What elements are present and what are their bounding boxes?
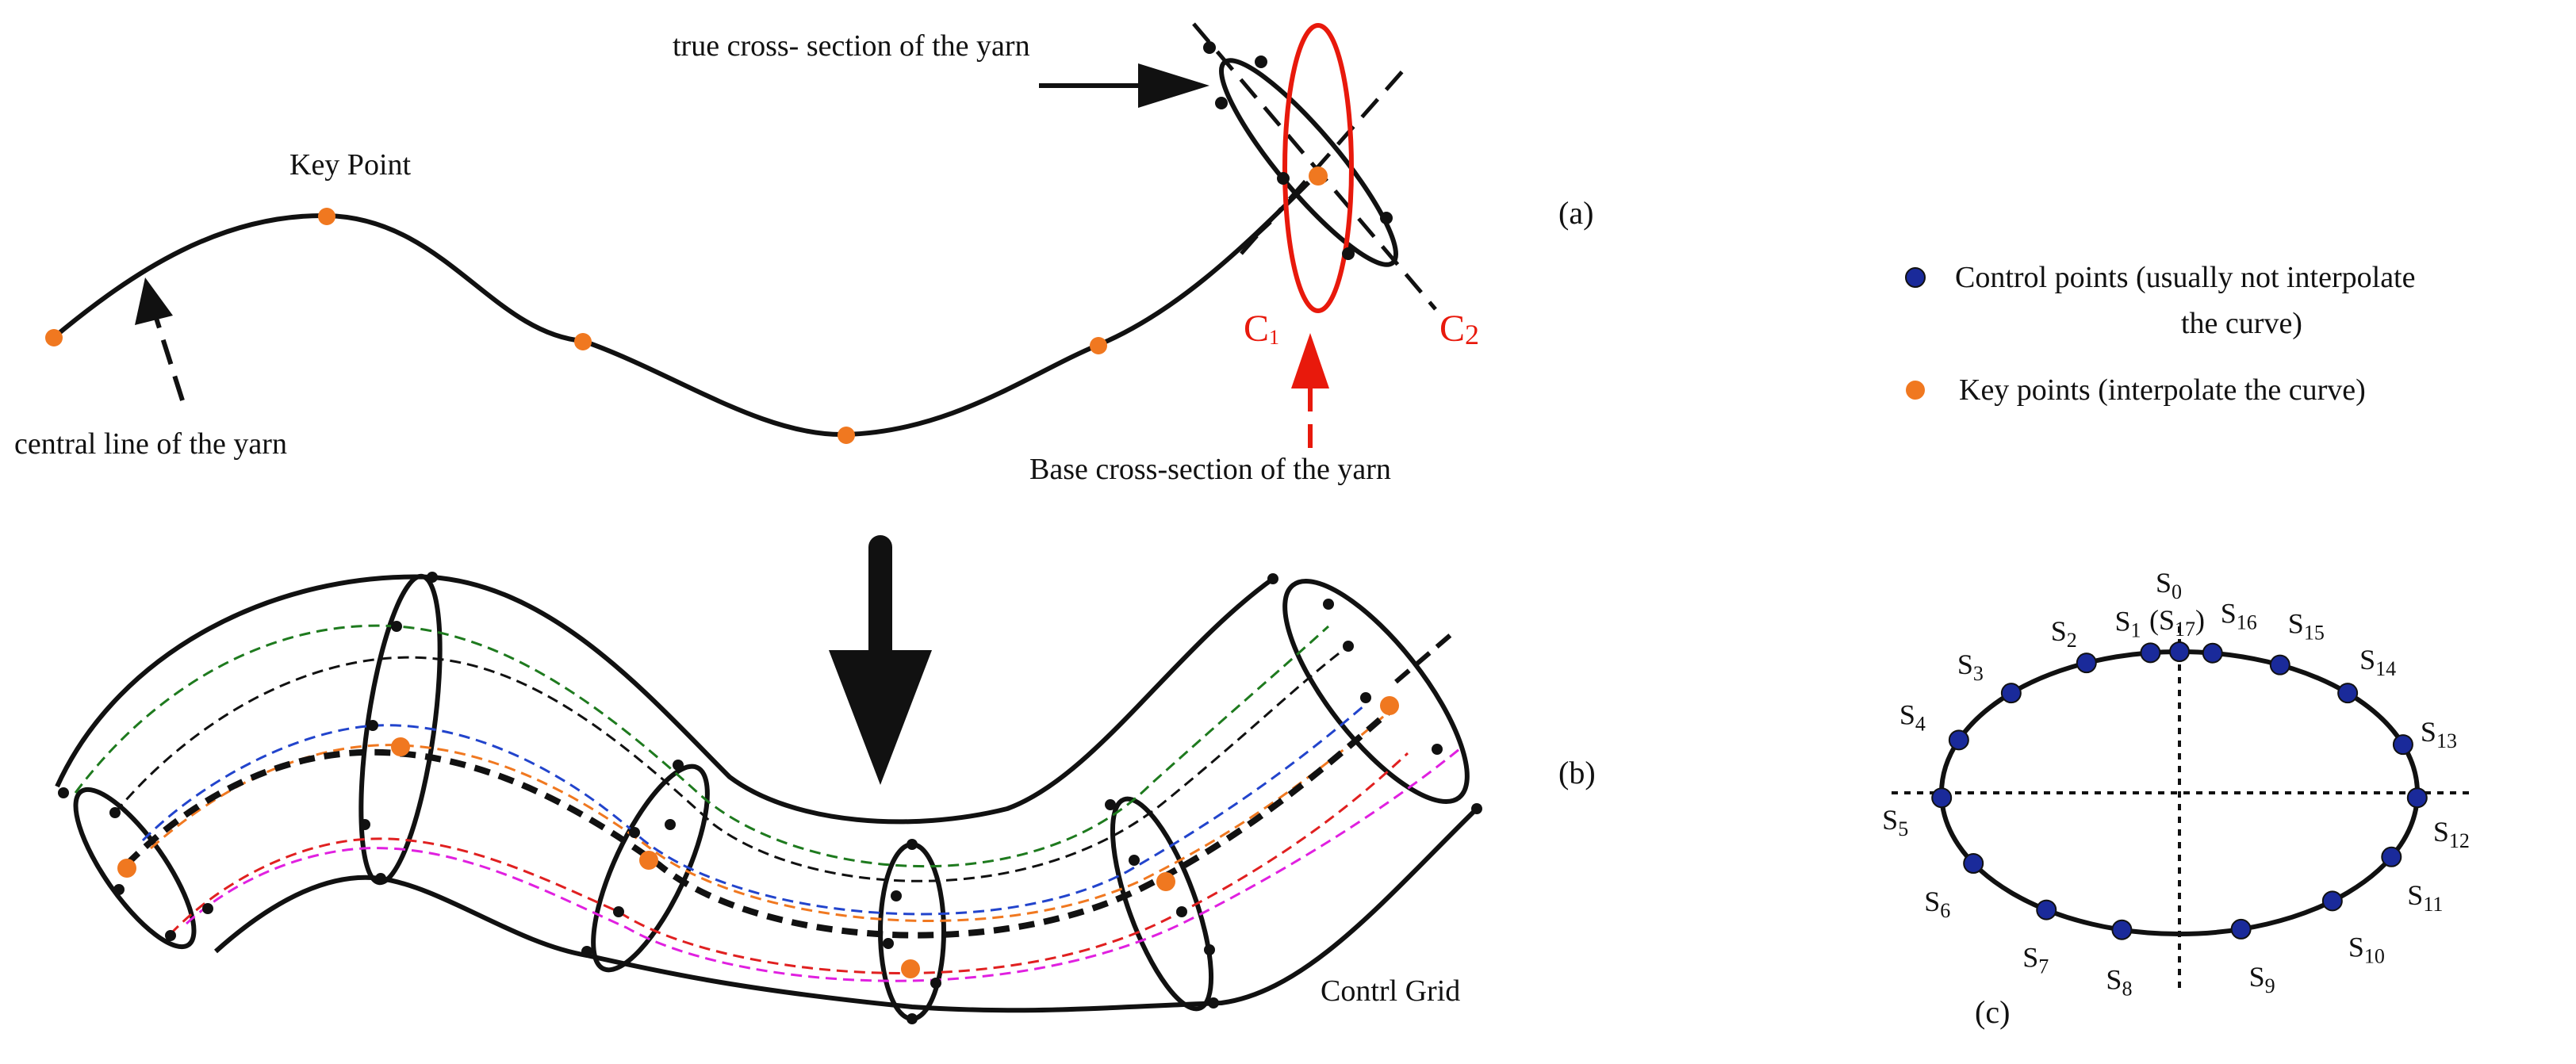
tube-central-line <box>125 702 1398 939</box>
guide-line-red <box>169 752 1409 974</box>
c2-axis-dashed <box>1192 22 1437 311</box>
section-point-label: S8 <box>2106 964 2132 1001</box>
legend-key-point-marker <box>1906 381 1925 400</box>
guide-line-black <box>113 645 1349 882</box>
legend-key-points: Key points (interpolate the curve) <box>1959 373 2366 407</box>
legend-control-point-marker <box>1905 267 1926 288</box>
control-point <box>1203 41 1216 54</box>
yarn-central-line <box>50 180 1311 438</box>
section-control-point <box>2381 846 2402 867</box>
control-point <box>1277 172 1290 185</box>
section-point-label: S13 <box>2421 716 2457 752</box>
section-point-label: S3 <box>1957 649 1984 685</box>
legend-control-points-line2: the curve) <box>2181 307 2302 340</box>
control-point <box>1342 247 1355 260</box>
section-control-point <box>2111 919 2133 940</box>
tube-axis-dashed-extension <box>1394 632 1453 684</box>
c2-label: C2 <box>1439 308 1479 350</box>
central-line-label: central line of the yarn <box>14 427 287 461</box>
section-point-label: S2 <box>2051 615 2077 652</box>
key-point <box>901 959 920 978</box>
section-control-point <box>2321 890 2343 912</box>
ring <box>1110 796 1214 1012</box>
key-point <box>838 427 855 444</box>
section-control-point <box>1963 853 1984 874</box>
key-point <box>1156 872 1175 891</box>
panel-b-label: (b) <box>1558 755 1596 790</box>
section-control-point <box>2202 642 2223 664</box>
key-point <box>574 333 592 350</box>
key-point <box>117 859 136 878</box>
key-point-label: Key Point <box>289 148 412 182</box>
key-point <box>318 208 335 225</box>
section-point-label: S7 <box>2022 942 2049 978</box>
section-control-point <box>2140 642 2161 664</box>
section-point-label: S10 <box>2348 931 2385 967</box>
legend-control-points-line1: Control points (usually not interpolate <box>1955 261 2415 294</box>
panel-b: Contrl Grid (b) <box>55 572 1596 1024</box>
section-point-label: S4 <box>1899 698 1926 735</box>
section-point-label: S15 <box>2288 608 2325 645</box>
section-point-label: S6 <box>1924 886 1950 922</box>
key-point <box>1380 696 1399 715</box>
transform-arrow <box>829 535 932 785</box>
key-point <box>1309 166 1328 186</box>
base-section-arrowhead <box>1291 333 1329 388</box>
guide-line-orange <box>150 704 1397 922</box>
key-point <box>1090 337 1107 354</box>
panel-a: Key Point central line of the yarn true … <box>14 22 1593 486</box>
true-section-arrowhead <box>1138 63 1209 108</box>
section-point-label-alt: (S17) <box>2149 604 2205 641</box>
legend: Control points (usually not interpolate … <box>1905 261 2415 407</box>
section-point-label: S0 <box>2156 567 2182 603</box>
ring-control-points <box>58 572 1482 1024</box>
section-control-point <box>2337 683 2359 704</box>
section-point-label: S14 <box>2359 644 2396 680</box>
section-point-label: S11 <box>2407 879 2443 916</box>
true-section-label: true cross- section of the yarn <box>673 29 1030 63</box>
section-control-point <box>2392 734 2413 756</box>
control-grid-label: Contrl Grid <box>1321 974 1460 1008</box>
control-point <box>1380 212 1393 224</box>
panel-a-label: (a) <box>1558 195 1593 231</box>
section-control-point <box>1948 729 1969 751</box>
key-point <box>639 851 658 870</box>
section-control-point-s0 <box>2169 641 2190 662</box>
key-point <box>45 329 63 346</box>
guide-line-blue <box>141 704 1365 916</box>
tube-upper-boundary <box>55 574 1275 825</box>
section-control-point <box>2406 787 2428 809</box>
section-control-point <box>2269 654 2290 676</box>
control-point <box>1215 97 1228 109</box>
guide-line-green <box>74 624 1330 868</box>
section-point-label: S9 <box>2249 961 2275 997</box>
central-line-arrowhead <box>135 277 173 325</box>
section-point-label: S12 <box>2433 816 2470 852</box>
section-control-point <box>1931 787 1953 809</box>
section-control-point <box>2076 653 2097 674</box>
section-control-point <box>2000 683 2022 704</box>
ring <box>1282 579 1470 804</box>
ring <box>73 787 197 950</box>
key-point <box>391 737 410 756</box>
section-point-label: S16 <box>2221 598 2257 634</box>
c1-label: C1 <box>1244 308 1279 350</box>
section-point-label: S1 <box>2114 605 2141 641</box>
base-cross-section-ellipse <box>1282 23 1354 313</box>
base-section-label: Base cross-section of the yarn <box>1029 453 1391 486</box>
panel-c-label: (c) <box>1975 994 2010 1030</box>
section-control-point <box>2230 918 2252 940</box>
c1-axis-dashed <box>1240 68 1405 255</box>
guide-line-magenta <box>185 748 1460 982</box>
section-point-label: S5 <box>1882 804 1908 840</box>
control-point <box>1255 55 1267 68</box>
ring <box>878 842 946 1021</box>
section-control-point <box>2036 899 2057 920</box>
central-line-arrow <box>152 312 185 401</box>
